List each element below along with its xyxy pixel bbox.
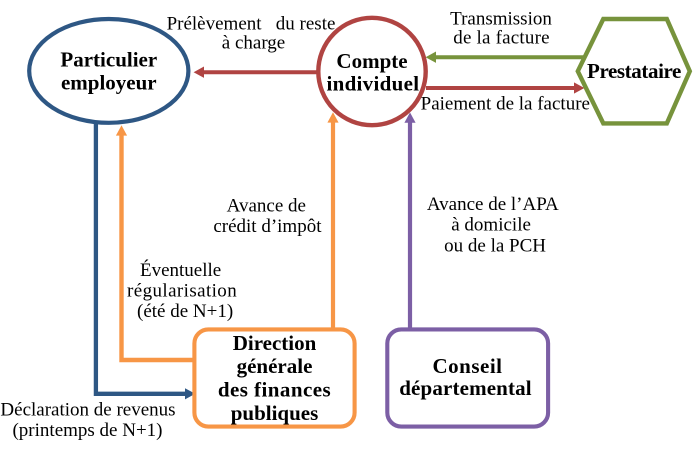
svg-text:à domicile: à domicile	[451, 215, 531, 236]
svg-text:Avance de l’APA: Avance de l’APA	[427, 194, 559, 215]
svg-text:Prélèvement du reste: Prélèvement du reste	[167, 13, 336, 34]
svg-text:individuel: individuel	[326, 71, 419, 95]
svg-text:Éventuelle: Éventuelle	[140, 259, 221, 281]
svg-text:de la facture: de la facture	[453, 27, 549, 48]
svg-text:Paiement de la facture: Paiement de la facture	[421, 94, 590, 115]
svg-text:Particulier: Particulier	[60, 48, 157, 72]
svg-text:(printemps de N+1): (printemps de N+1)	[12, 420, 162, 441]
svg-text:crédit d’impôt: crédit d’impôt	[213, 216, 322, 237]
svg-text:générale: générale	[237, 354, 313, 378]
svg-text:Direction: Direction	[233, 331, 317, 355]
svg-text:ou de la PCH: ou de la PCH	[444, 236, 546, 257]
svg-text:à charge: à charge	[222, 32, 285, 53]
svg-text:Déclaration de revenus: Déclaration de revenus	[0, 399, 175, 420]
svg-text:Prestataire: Prestataire	[587, 59, 681, 83]
svg-text:publiques: publiques	[231, 401, 319, 425]
svg-text:(été de N+1): (été de N+1)	[137, 301, 233, 322]
svg-text:régularisation: régularisation	[127, 280, 237, 301]
svg-text:Transmission: Transmission	[450, 9, 552, 30]
svg-text:employeur: employeur	[61, 71, 157, 95]
svg-text:Conseil: Conseil	[432, 354, 502, 378]
svg-text:départemental: départemental	[399, 376, 532, 400]
svg-text:Compte: Compte	[336, 49, 407, 73]
svg-text:Avance de: Avance de	[227, 196, 306, 217]
svg-text:des finances: des finances	[218, 378, 331, 402]
